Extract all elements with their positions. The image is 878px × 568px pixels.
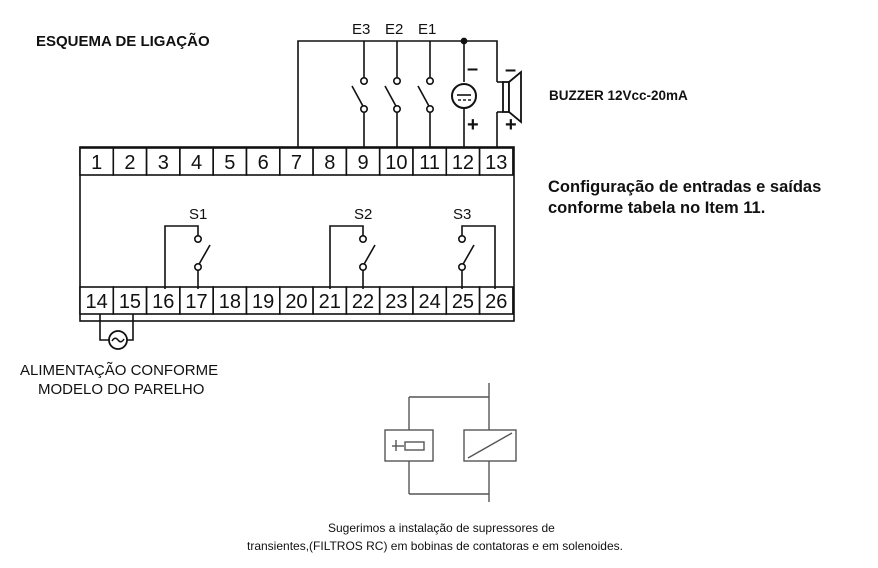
top-terminal-number: 9	[357, 152, 368, 174]
top-terminal-cell	[112, 147, 148, 176]
bottom-terminal-number: 14	[86, 291, 108, 313]
output-wiring	[164, 225, 496, 289]
bottom-terminal-cell	[445, 286, 481, 315]
bottom-terminal-cell	[412, 286, 448, 315]
buzzer-minus-sign: –	[505, 59, 516, 81]
output-label-s2: S2	[354, 206, 372, 223]
buzzer-plus-sign: +	[505, 114, 517, 136]
bottom-terminal-number: 20	[285, 291, 307, 313]
bottom-terminal-number: 17	[185, 291, 207, 313]
top-terminal-cell	[478, 147, 514, 176]
bottom-terminal-cell	[278, 286, 314, 315]
rc-filter-note-line-1: Sugerimos a instalação de supressores de	[328, 521, 555, 535]
power-supply-label-line-1: ALIMENTAÇÃO CONFORME	[20, 362, 219, 379]
rc-filter-diagram	[384, 383, 517, 502]
top-terminal-cell	[278, 147, 314, 176]
input-switch-contacts	[359, 37, 468, 114]
bottom-terminal-number: 15	[119, 291, 141, 313]
bottom-terminal-number: 23	[385, 291, 407, 313]
bottom-terminal-number: 25	[452, 291, 474, 313]
bottom-terminal-number: 21	[319, 291, 341, 313]
bottom-terminal-number: 24	[419, 291, 441, 313]
bottom-terminal-cell	[478, 286, 514, 315]
bottom-terminal-cell	[79, 286, 115, 315]
top-terminal-cell	[145, 147, 181, 176]
power-supply-wiring	[99, 314, 134, 341]
top-terminal-number: 13	[485, 152, 507, 174]
bottom-terminal-number: 18	[219, 291, 241, 313]
top-terminal-number: 1	[91, 152, 102, 174]
bottom-terminal-number: 26	[485, 291, 507, 313]
top-terminal-number: 7	[291, 152, 302, 174]
input-wiring	[297, 40, 498, 148]
config-note-line-1: Configuração de entradas e saídas	[548, 178, 822, 196]
top-terminal-number: 2	[124, 152, 135, 174]
top-terminal-number: 6	[258, 152, 269, 174]
buzzer-icon	[496, 70, 522, 124]
buzzer-label: BUZZER 12Vcc-20mA	[549, 88, 688, 103]
top-terminal-number: 4	[191, 152, 202, 174]
config-note-line-2: conforme tabela no Item 11.	[548, 199, 766, 217]
top-terminal-number: 10	[385, 152, 407, 174]
output-label-s3: S3	[453, 206, 471, 223]
top-terminal-number: 8	[324, 152, 335, 174]
sensor-icon	[451, 83, 477, 109]
bottom-terminal-number: 19	[252, 291, 274, 313]
bottom-terminal-number: 22	[352, 291, 374, 313]
bottom-terminal-number: 16	[152, 291, 174, 313]
bottom-terminal-cell	[145, 286, 181, 315]
rc-filter-note-line-2: transientes,(FILTROS RC) em bobinas de c…	[247, 539, 623, 553]
input-label-e1: E1	[418, 21, 436, 38]
bottom-terminal-strip: 14 15 16 17 18 19 20 21 22 23 24 25 26	[79, 286, 514, 315]
bottom-terminal-cell	[378, 286, 414, 315]
top-terminal-cell	[312, 147, 348, 176]
input-label-e3: E3	[352, 21, 370, 38]
top-terminal-number: 12	[452, 152, 474, 174]
power-supply-label-line-2: MODELO DO PARELHO	[38, 381, 205, 398]
output-relay-contacts	[194, 235, 466, 271]
top-terminal-cell	[179, 147, 214, 176]
ac-source-icon	[108, 330, 128, 350]
top-terminal-number: 3	[158, 152, 169, 174]
diagram-title: ESQUEMA DE LIGAÇÃO	[36, 33, 210, 50]
output-label-s1: S1	[189, 206, 207, 223]
top-terminal-cell	[212, 147, 248, 176]
sensor-minus-sign: –	[467, 58, 478, 80]
rc-resistor-icon	[404, 441, 425, 451]
top-terminal-number: 11	[419, 152, 440, 174]
top-terminal-number: 5	[224, 152, 235, 174]
top-terminal-cell	[345, 147, 381, 176]
sensor-plus-sign: +	[467, 114, 479, 136]
input-label-e2: E2	[385, 21, 403, 38]
